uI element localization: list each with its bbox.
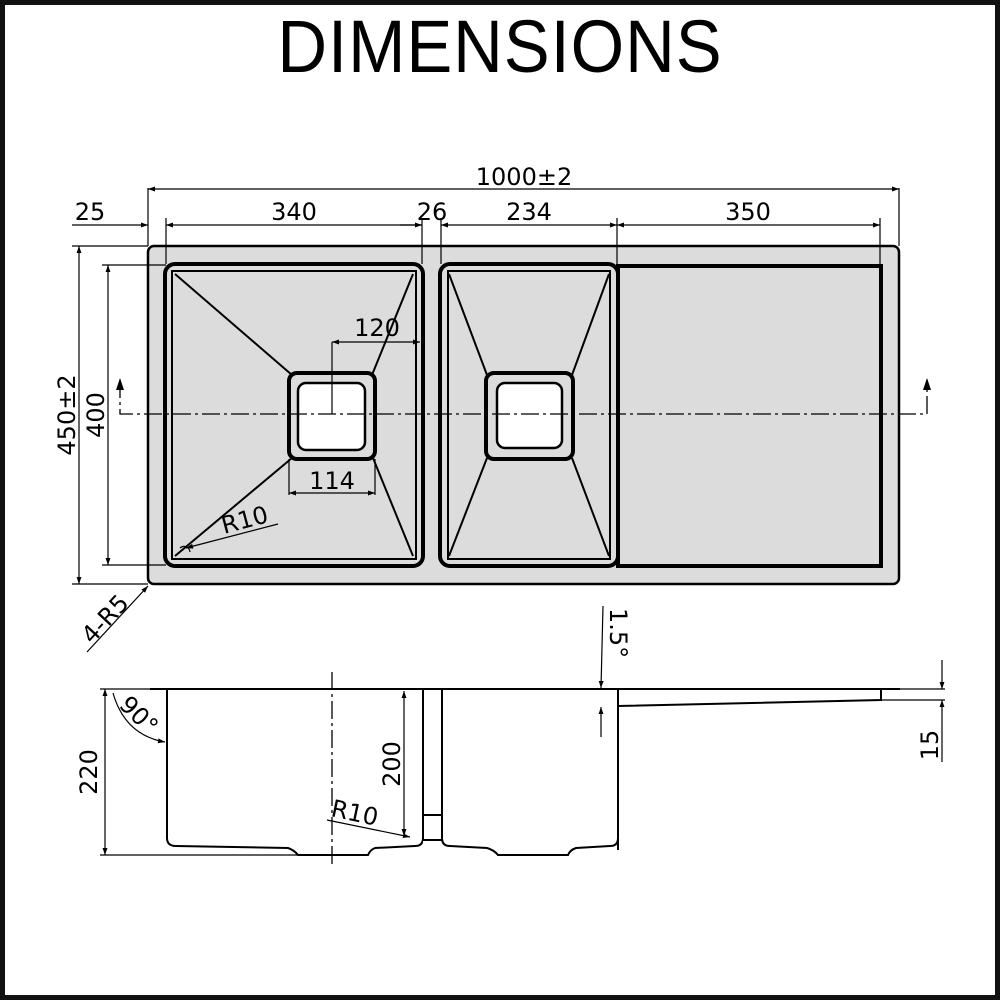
page-title: DIMENSIONS (277, 5, 723, 88)
dim-left-margin: 25 (75, 198, 106, 226)
plan-view: 1000±2 25 340 26 234 350 450±2 (53, 163, 931, 653)
dim-drainer-width: 350 (725, 198, 771, 226)
dim-drainer-thickness: 15 (916, 730, 944, 761)
dim-waste-size: 114 (309, 467, 355, 495)
dim-small-bowl-width: 234 (506, 198, 552, 226)
section-line (119, 380, 928, 415)
small-bowl-waste-hole (495, 381, 564, 450)
small-bowl-section (441, 688, 619, 856)
dim-overall-depth: 220 (75, 749, 103, 795)
small-bowl-waste-flange (484, 371, 575, 461)
large-bowl-section (166, 688, 424, 856)
section-view: 220 90° 200 R10 1.5° 15 (75, 605, 945, 866)
dim-bowl-depth: 200 (378, 741, 406, 787)
dim-waste-offset: 120 (354, 314, 400, 342)
dim-overall-width: 450±2 (53, 374, 81, 455)
drainer-section (617, 688, 882, 708)
drainer-area (616, 264, 883, 568)
dim-overall-length: 1000±2 (476, 163, 572, 191)
dim-bottom-radius: R10 (329, 794, 381, 831)
dim-large-bowl-width: 340 (271, 198, 317, 226)
dim-drainer-slope: 1.5° (604, 608, 632, 658)
dim-outer-radius: 4-R5 (76, 589, 135, 649)
dim-bowl-span: 400 (82, 392, 110, 438)
dim-wall-angle: 90° (114, 690, 164, 740)
dim-divider-width: 26 (417, 198, 448, 226)
